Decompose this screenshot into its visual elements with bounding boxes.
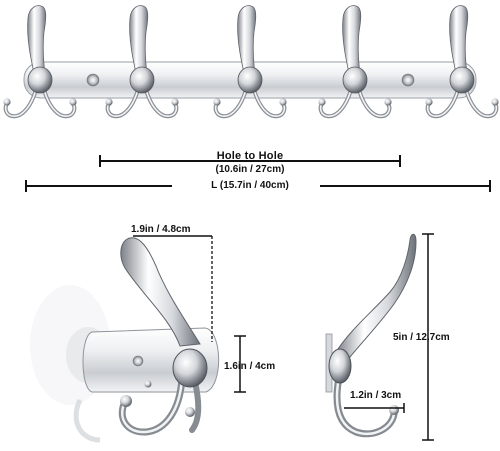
hole-to-hole-title: Hole to Hole <box>216 150 284 162</box>
mounting-hole <box>401 73 415 87</box>
overall-length-label: L (15.7in / 40cm) <box>211 180 289 191</box>
hook-height-dimension <box>422 233 434 441</box>
hook <box>211 3 289 119</box>
hook <box>1 3 79 119</box>
hole-to-hole-value: (10.6in / 27cm) <box>215 164 285 175</box>
hook <box>423 3 500 119</box>
plate-height-label: 1.6in / 4cm <box>224 361 276 372</box>
hook-width-dimension <box>133 235 213 342</box>
hook <box>335 233 417 363</box>
closeup-side <box>325 233 417 438</box>
closeup-front <box>30 237 220 443</box>
hook <box>120 237 201 347</box>
hook-depth-dimension <box>344 403 405 413</box>
plate-height-dimension <box>234 335 246 393</box>
hole-to-hole-dimension <box>99 155 401 167</box>
overall-length-dimension <box>25 180 491 192</box>
hook-width-label: 1.9in / 4.8cm <box>131 224 191 235</box>
hook <box>103 3 181 119</box>
mounting-hole <box>86 73 100 87</box>
hook <box>316 3 394 119</box>
mounting-hole <box>132 355 144 367</box>
hook-depth-label: 1.2in / 3cm <box>350 390 402 401</box>
hook-height-label: 5in / 12.7cm <box>393 332 450 343</box>
hook-rack <box>1 3 500 119</box>
